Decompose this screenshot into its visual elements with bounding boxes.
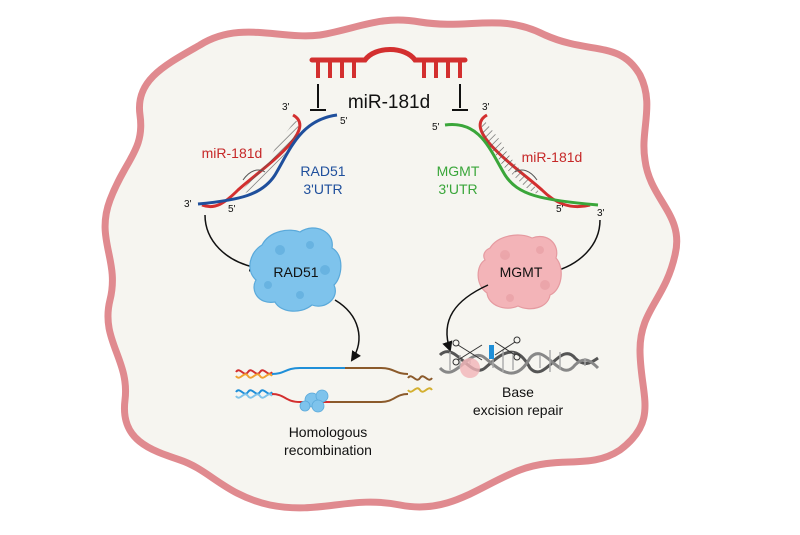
arrow-mgmt-to-ber bbox=[442, 284, 489, 352]
ber-label-line1: Base bbox=[502, 384, 534, 400]
right-end-bottom-3: 3' bbox=[597, 208, 605, 219]
inhibition-right bbox=[452, 84, 468, 111]
hr-label-line2: recombination bbox=[284, 442, 372, 458]
mirna-title: miR-181d bbox=[348, 92, 430, 113]
homologous-recombination-diagram bbox=[235, 367, 433, 413]
mgmt-utr-label-2: 3'UTR bbox=[438, 181, 477, 197]
rad51-utr-label-1: RAD51 bbox=[300, 163, 345, 179]
ber-label-line2: excision repair bbox=[473, 402, 564, 418]
arrow-rad51-to-hr bbox=[334, 299, 361, 362]
rad51-protein-label: RAD51 bbox=[273, 264, 318, 280]
left-end-top-5: 5' bbox=[340, 116, 348, 127]
cell-membrane bbox=[101, 16, 681, 512]
left-end-bottom-5: 5' bbox=[228, 204, 236, 215]
right-end-top-3: 3' bbox=[482, 102, 490, 113]
right-end-bottom-5: 5' bbox=[556, 204, 564, 215]
arrow-rad51-translation bbox=[204, 214, 261, 272]
mgmt-protein-label: MGMT bbox=[500, 264, 543, 280]
right-mirna-label: miR-181d bbox=[522, 149, 583, 165]
left-mirna-label: miR-181d bbox=[202, 145, 263, 161]
mgmt-utr-label-1: MGMT bbox=[437, 163, 480, 179]
hr-label-line1: Homologous bbox=[289, 424, 368, 440]
base-excision-repair-diagram bbox=[438, 336, 600, 378]
rad51-utr-label-2: 3'UTR bbox=[303, 181, 342, 197]
mirna-top bbox=[309, 47, 468, 78]
mgmt-utr-duplex bbox=[444, 113, 599, 209]
inhibition-left bbox=[310, 84, 326, 111]
right-end-top-5: 5' bbox=[432, 122, 440, 133]
left-end-top-3: 3' bbox=[282, 102, 290, 113]
rad51-protein bbox=[249, 227, 342, 312]
left-end-bottom-3: 3' bbox=[184, 199, 192, 210]
rad51-utr-duplex bbox=[197, 113, 338, 209]
